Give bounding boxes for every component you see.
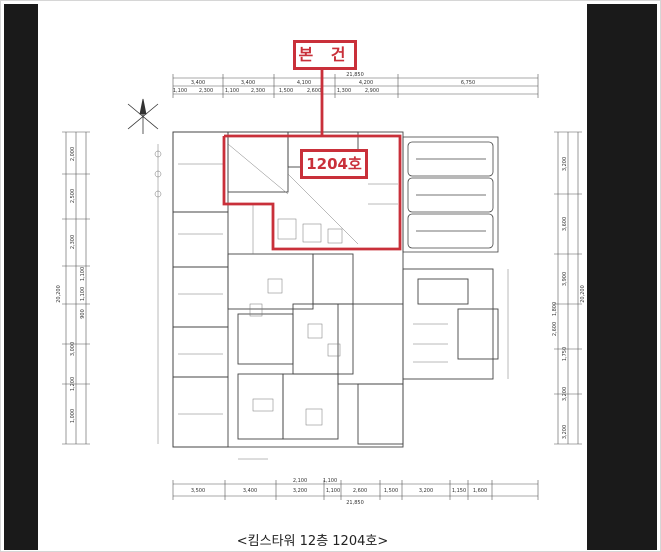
top-sub-dim-3: 1,100 bbox=[225, 88, 239, 94]
right-dim-8: 3,200 bbox=[562, 425, 568, 439]
right-dim-4: 1,800 bbox=[552, 302, 558, 316]
bottom-dim-6: 1,500 bbox=[384, 488, 398, 494]
left-dim-9: 1,000 bbox=[70, 409, 76, 423]
north-arrow-icon bbox=[127, 98, 159, 134]
right-dim-1: 3,200 bbox=[562, 157, 568, 171]
bottom-dim-1: 3,500 bbox=[191, 488, 205, 494]
top-dim-3: 4,100 bbox=[297, 80, 311, 86]
top-dim-1: 3,400 bbox=[191, 80, 205, 86]
left-dim-6: 900 bbox=[80, 309, 86, 319]
top-sub-dim-8: 2,900 bbox=[365, 88, 379, 94]
left-dim-5: 1,100 bbox=[80, 287, 86, 301]
bottom-dim-8: 1,150 bbox=[452, 488, 466, 494]
interior-details bbox=[154, 143, 509, 460]
unit-1204-highlight bbox=[222, 64, 402, 251]
top-sub-dim-1: 1,100 bbox=[173, 88, 187, 94]
floor-plan-drawing: 21,850 3,400 3,400 4,100 4,200 6,750 1,1… bbox=[56, 64, 586, 506]
viewer-left-margin bbox=[4, 4, 38, 550]
top-dim-5: 6,750 bbox=[461, 80, 475, 86]
parking-area bbox=[402, 136, 499, 253]
bottom-dim-2: 3,400 bbox=[243, 488, 257, 494]
right-total-dimension: 20,200 bbox=[580, 285, 586, 303]
left-dim-8: 1,200 bbox=[70, 377, 76, 391]
right-dim-5: 2,600 bbox=[552, 322, 558, 336]
top-sub-dim-4: 2,300 bbox=[251, 88, 265, 94]
bottom-dim-4: 1,100 bbox=[326, 488, 340, 494]
main-building-label: 본 건 bbox=[293, 40, 357, 70]
right-dim-2: 3,600 bbox=[562, 217, 568, 231]
plan-caption: <킴스타워 12층 1204호> bbox=[236, 534, 389, 549]
bottom-mid-dim-2: 1,100 bbox=[323, 478, 337, 484]
left-dim-3: 2,300 bbox=[70, 235, 76, 249]
right-dim-6: 1,750 bbox=[562, 347, 568, 361]
bottom-dim-3: 3,200 bbox=[293, 488, 307, 494]
top-dim-4: 4,200 bbox=[359, 80, 373, 86]
left-dim-2: 2,500 bbox=[70, 189, 76, 203]
right-dim-7: 3,200 bbox=[562, 387, 568, 401]
top-sub-dim-5: 1,500 bbox=[279, 88, 293, 94]
top-dim-2: 3,400 bbox=[241, 80, 255, 86]
right-dim-3: 3,900 bbox=[562, 272, 568, 286]
bottom-dim-9: 1,600 bbox=[473, 488, 487, 494]
floor-plan-sheet: 21,850 3,400 3,400 4,100 4,200 6,750 1,1… bbox=[38, 4, 587, 550]
bottom-dim-7: 3,200 bbox=[419, 488, 433, 494]
top-sub-dim-7: 1,300 bbox=[337, 88, 351, 94]
bottom-dim-5: 2,600 bbox=[353, 488, 367, 494]
left-dim-7: 3,000 bbox=[70, 342, 76, 356]
bottom-mid-dim-1: 2,100 bbox=[293, 478, 307, 484]
left-dim-1: 2,000 bbox=[70, 147, 76, 161]
top-sub-dim-2: 2,300 bbox=[199, 88, 213, 94]
left-total-dimension: 20,200 bbox=[56, 285, 62, 303]
unit-number-label: 1204호 bbox=[300, 149, 368, 179]
top-total-dimension: 21,850 bbox=[346, 72, 364, 78]
top-sub-dim-6: 2,600 bbox=[307, 88, 321, 94]
building-walls bbox=[172, 131, 499, 448]
left-dim-4: 1,100 bbox=[80, 267, 86, 281]
bottom-total-dimension: 21,850 bbox=[346, 500, 364, 506]
viewer-right-margin bbox=[587, 4, 657, 550]
